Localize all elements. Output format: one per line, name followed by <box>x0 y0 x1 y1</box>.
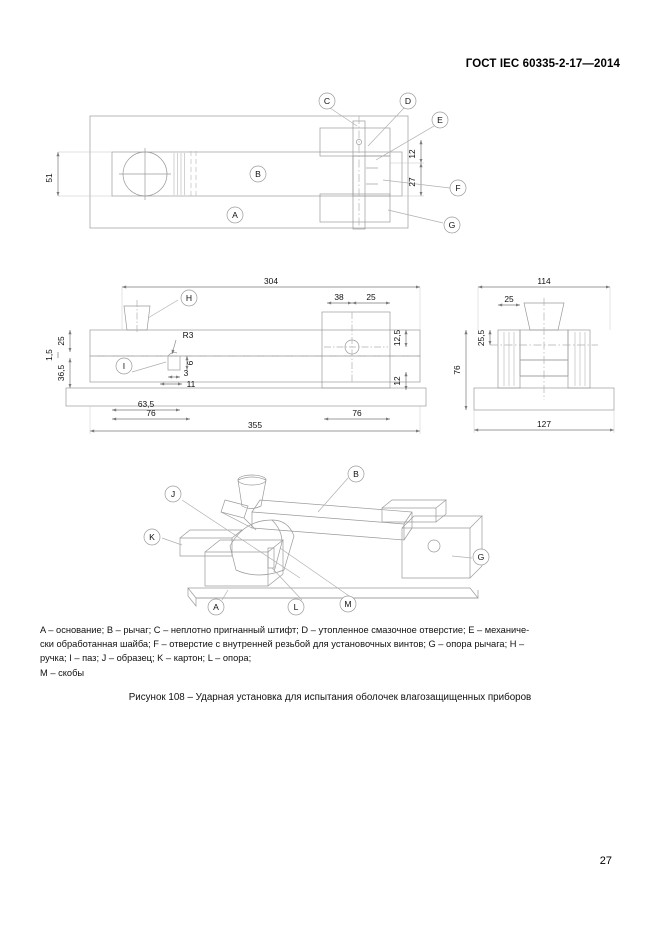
page-number: 27 <box>599 855 612 867</box>
svg-text:G: G <box>478 552 485 562</box>
dim-304: 304 <box>264 276 278 286</box>
figure-legend: A – основание; B – рычаг; C – неплотно п… <box>40 623 620 680</box>
balloon-L: L <box>287 598 305 616</box>
page-header: ГОСТ IEC 60335-2-17—2014 <box>465 58 620 70</box>
legend-line-2: ски обработанная шайба; F – отверстие с … <box>40 639 525 650</box>
dim-27-top: 27 <box>407 177 417 187</box>
balloon-E: E <box>431 111 449 129</box>
dim-76-right: 76 <box>352 408 362 418</box>
balloon-I: I <box>115 357 133 375</box>
balloon-D: D <box>399 92 417 110</box>
svg-text:H: H <box>186 293 192 303</box>
dim-25-side: 25 <box>366 292 376 302</box>
dim-r3: R3 <box>183 330 194 340</box>
svg-text:L: L <box>294 602 299 612</box>
balloon-J: J <box>164 485 182 503</box>
figure-caption: Рисунок 108 – Ударная установка для испы… <box>128 692 532 703</box>
dim-12-5: 12,5 <box>392 330 402 347</box>
legend-line-3: ручка; I – паз; J – образец; K – картон;… <box>40 653 252 664</box>
balloon-F: F <box>449 179 467 197</box>
svg-text:A: A <box>213 602 219 612</box>
dim-11: 11 <box>187 379 196 389</box>
svg-text:J: J <box>171 489 175 499</box>
svg-text:K: K <box>149 532 155 542</box>
dim-25-end: 25 <box>504 294 514 304</box>
balloon-M: M <box>339 595 357 613</box>
svg-text:B: B <box>255 169 261 179</box>
dim-25-vert: 25 <box>56 336 66 346</box>
balloon-B-iso: B <box>347 465 365 483</box>
dim-355: 355 <box>248 420 262 430</box>
svg-text:B: B <box>353 469 359 479</box>
balloon-G-top: G <box>443 216 461 234</box>
balloon-B-top: B <box>249 165 267 183</box>
balloon-G-iso: G <box>472 548 490 566</box>
dim-63-5: 63,5 <box>138 399 155 409</box>
svg-text:F: F <box>455 183 460 193</box>
dim-51: 51 <box>44 173 54 183</box>
dim-114: 114 <box>537 276 551 286</box>
dim-12-side: 12 <box>392 376 402 386</box>
balloon-A-iso: A <box>207 598 225 616</box>
balloon-C: C <box>318 92 336 110</box>
svg-text:I: I <box>123 361 125 371</box>
dim-38: 38 <box>334 292 344 302</box>
balloon-H: H <box>180 289 198 307</box>
balloon-A-top: A <box>226 206 244 224</box>
dim-36-5: 36,5 <box>56 365 66 382</box>
legend-line-4: M – скобы <box>40 667 85 678</box>
dim-6: 6 <box>185 360 195 365</box>
dim-1-5: 1,5 <box>44 349 54 361</box>
legend-line-1: A – основание; B – рычаг; C – неплотно п… <box>40 625 530 635</box>
balloon-K: K <box>143 528 161 546</box>
svg-text:D: D <box>405 96 411 106</box>
dim-25-5: 25,5 <box>476 330 486 347</box>
svg-text:G: G <box>449 220 456 230</box>
svg-text:A: A <box>232 210 238 220</box>
dim-12-top: 12 <box>407 149 417 159</box>
svg-text:M: M <box>344 599 351 609</box>
dim-76-end: 76 <box>452 365 462 375</box>
dim-76-left: 76 <box>146 408 156 418</box>
svg-text:E: E <box>437 115 443 125</box>
dim-3: 3 <box>184 368 189 378</box>
dim-127: 127 <box>537 419 551 429</box>
svg-text:C: C <box>324 96 330 106</box>
